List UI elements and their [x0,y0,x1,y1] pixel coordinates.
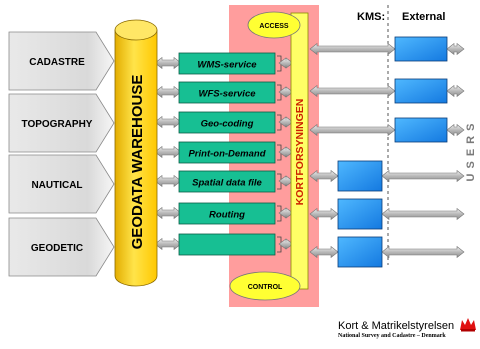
warehouse-label: GEODATA WAREHOUSE [129,75,146,250]
user-channel-arrow [381,245,465,259]
source-shape [8,93,115,153]
service-0: WMS-service [178,52,294,75]
external-user-arrow [446,42,465,56]
service-6 [178,233,294,256]
service-label: WFS-service [198,89,256,100]
service-box [178,141,276,164]
source-shape [8,154,115,214]
kms-channel-arrow [309,42,396,56]
access-ellipse: ACCESS [247,11,301,39]
source-label: GEODETIC [31,243,83,254]
user-channel-arrow [381,169,465,183]
source-label: CADASTRE [29,57,85,68]
service-list: WMS-serviceWFS-serviceGeo-codingPrint-on… [178,52,294,256]
warehouse-link-arrow [154,85,182,99]
kms-client-box [337,198,383,230]
warehouse-link-arrow [154,206,182,220]
source-label: TOPOGRAPHY [22,119,93,130]
service-box [178,233,276,256]
footer-subtitle: National Survey and Cadastre – Denmark [338,333,446,339]
users-label: USERS [465,118,477,182]
service-label: Routing [209,210,245,221]
service-label: Geo-coding [201,119,254,130]
service-box [178,81,276,104]
control-ellipse: CONTROL [229,271,301,301]
source-topography: TOPOGRAPHY [8,93,115,153]
service-2: Geo-coding [178,111,294,134]
access-label: ACCESS [259,23,289,30]
geodata-warehouse: GEODATA WAREHOUSE [114,19,158,287]
service-box [178,111,276,134]
external-user-arrow [446,84,465,98]
service-box [178,202,276,225]
crown-logo-icon [460,318,476,332]
service-label: Print-on-Demand [188,149,265,160]
warehouse-link-arrow [154,145,182,159]
kms-header: KMS: [357,11,386,23]
warehouse-link-arrow [154,237,182,251]
control-label: CONTROL [248,284,283,291]
warehouse-link-arrow [154,115,182,129]
warehouse-link-arrow [154,174,182,188]
kms-client-box [337,160,383,192]
service-box [178,52,276,75]
service-5: Routing [178,202,294,225]
footer: Kort & Matrikelstyrelsen National Survey… [338,320,480,339]
kms-channel-arrow [309,84,396,98]
kortforsyningen-label: KORTFORSYNINGEN [294,99,306,206]
footer-brand: Kort & Matrikelstyrelsen [338,320,455,332]
service-label: WMS-service [197,60,257,71]
service-1: WFS-service [178,81,294,104]
kms-client-box [337,236,383,268]
source-datasets: CADASTRE TOPOGRAPHY NAUTICAL GEODETIC [8,31,115,277]
service-label: Spatial data file [192,178,262,189]
source-nautical: NAUTICAL [8,154,115,214]
external-client-box [394,36,448,62]
warehouse-link-arrow [154,56,182,70]
source-cadastre: CADASTRE [8,31,115,91]
kortforsyningen-bar: KORTFORSYNINGEN [290,12,309,290]
external-client-box [394,117,448,143]
source-geodetic: GEODETIC [8,217,115,277]
service-4: Spatial data file [178,170,294,193]
kms-channel-arrow [309,123,396,137]
user-channel-arrow [381,207,465,221]
warehouse-service-links [154,56,182,251]
external-header: External [402,11,446,23]
service-box [178,170,276,193]
source-label: NAUTICAL [31,180,82,191]
source-shape [8,31,115,91]
source-shape [8,217,115,277]
external-user-arrow [446,123,465,137]
user-connections [309,36,465,268]
service-3: Print-on-Demand [178,141,294,164]
external-client-box [394,78,448,104]
